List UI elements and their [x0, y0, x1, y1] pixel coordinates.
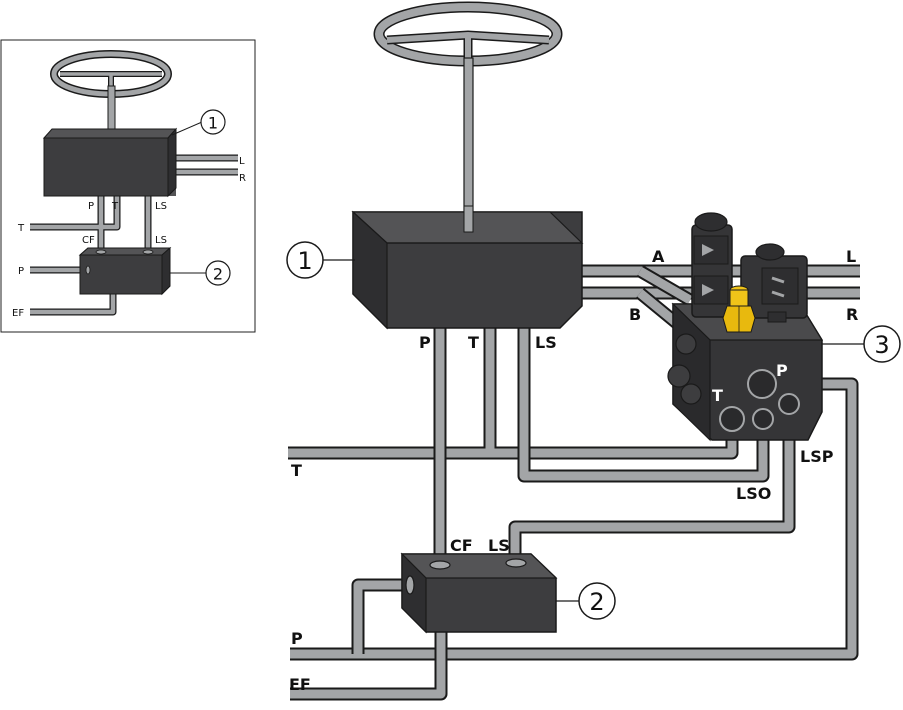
yellow-fitting-icon [722, 285, 756, 333]
inset-block-2 [78, 246, 172, 296]
solenoid-vertical-icon [691, 212, 733, 318]
inset-label-L: L [239, 156, 245, 167]
main-block-2 [400, 552, 558, 634]
main-callout-2: 2 [556, 582, 616, 620]
label-LS: LS [535, 333, 557, 352]
inset-callout-1-text: 1 [208, 114, 218, 133]
main-callout-1-text: 1 [297, 247, 312, 275]
label-R: R [846, 305, 858, 324]
label-L: L [846, 247, 856, 266]
inset-label-EF: EF [12, 308, 24, 319]
inset-callout-2-text: 2 [213, 265, 223, 284]
inset-label-LS2: LS [155, 235, 167, 246]
inset-label-T-line: T [17, 223, 25, 234]
label-LSP: LSP [800, 447, 834, 466]
inset-label-T: T [111, 201, 119, 212]
main-callout-3: 3 [822, 325, 901, 363]
label-P: P [419, 333, 431, 352]
inset-callout-1: 1 [171, 109, 226, 136]
inset-label-R: R [239, 173, 246, 184]
valve-port-T [719, 406, 745, 432]
inset-label-CF: CF [82, 235, 95, 246]
label-P-line: P [291, 629, 303, 648]
label-CF: CF [450, 536, 473, 555]
main-block-1 [351, 205, 584, 330]
inset-callout-2: 2 [170, 260, 231, 286]
label-valve-P: P [776, 361, 788, 380]
label-T-line: T [291, 461, 302, 480]
solenoid-horizontal-icon [740, 243, 808, 323]
inset-pipes [30, 154, 238, 316]
valve-knob-icon [675, 333, 697, 355]
inset-diagram: 1 2 L R P T LS T CF LS P EF [0, 39, 256, 333]
valve-knob-icon [680, 383, 702, 405]
label-LSO: LSO [736, 484, 771, 503]
main-callout-2-text: 2 [589, 588, 604, 616]
label-LS2: LS [488, 536, 510, 555]
main-callout-3-text: 3 [874, 331, 889, 359]
label-T: T [468, 333, 479, 352]
label-EF: EF [289, 675, 311, 694]
valve-knob-icon [667, 364, 691, 388]
valve-port-LSP [778, 393, 800, 415]
label-B: B [629, 305, 641, 324]
main-callout-1: 1 [286, 241, 355, 279]
inset-block-1 [42, 127, 178, 198]
inset-label-P-line: P [18, 266, 24, 277]
main-diagram: 1 2 3 A B L R P T LS T CF LS P EF P T LS… [286, 1, 901, 701]
inset-label-LS: LS [155, 201, 167, 212]
inset-label-P: P [88, 201, 94, 212]
label-A: A [652, 247, 665, 266]
valve-port-P [747, 369, 777, 399]
valve-port-LSO [752, 408, 774, 430]
main-steering-wheel-icon [373, 1, 563, 225]
label-valve-T: T [712, 386, 723, 405]
